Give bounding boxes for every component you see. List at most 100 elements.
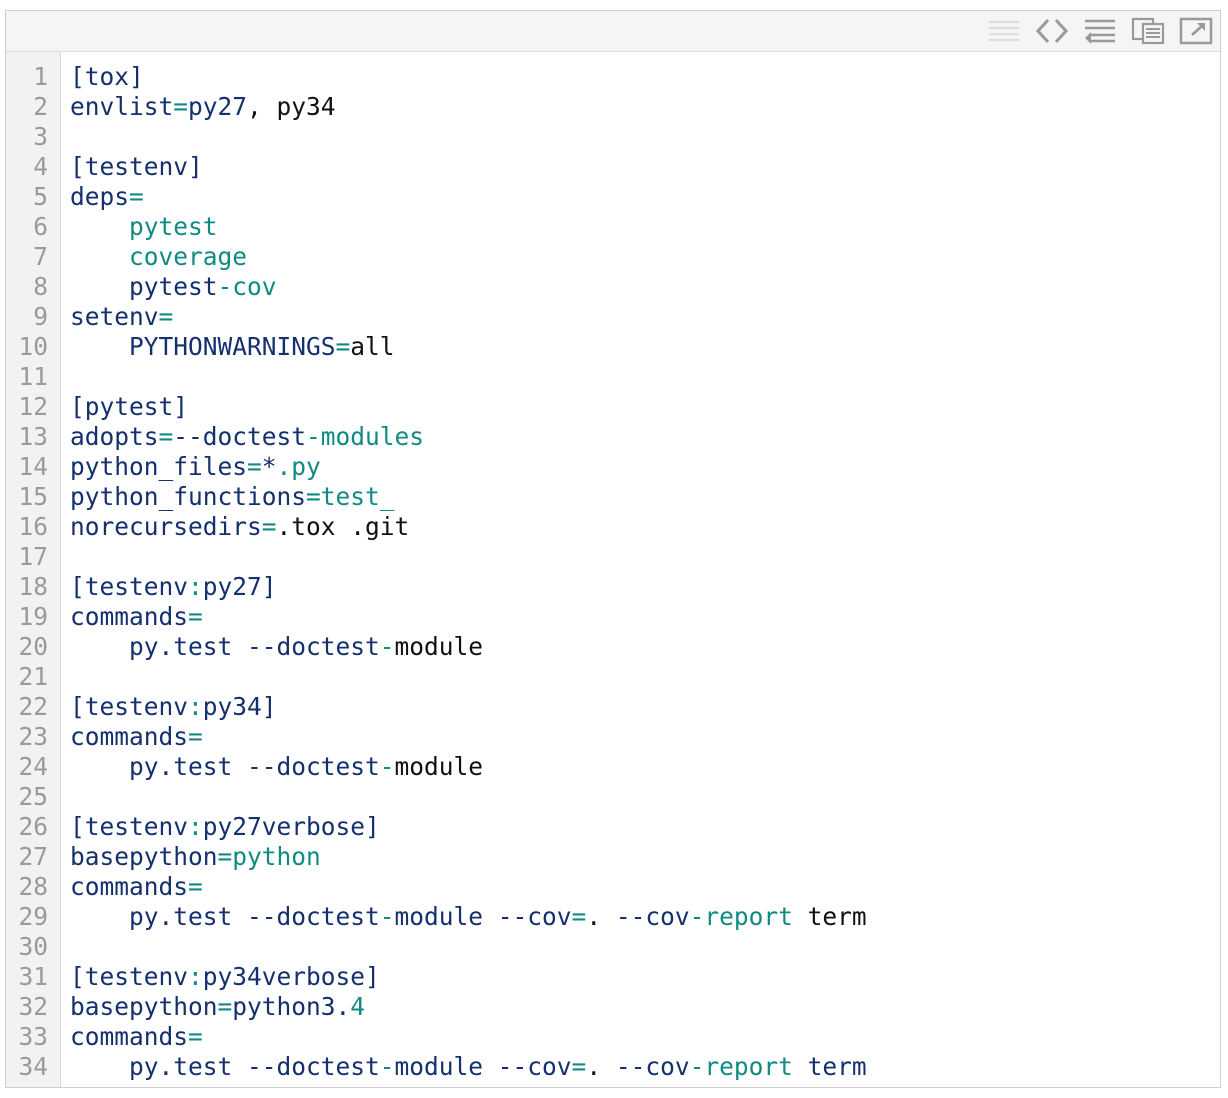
code-token: deps (70, 182, 130, 211)
code-token: py.test --doctest (70, 902, 380, 931)
code-token: : (188, 962, 203, 991)
line-number: 22 (18, 692, 48, 721)
code-token: module --cov (394, 1052, 572, 1081)
disabled-lines-icon (989, 20, 1019, 42)
line-number: 4 (33, 152, 48, 181)
code-token: = (571, 1052, 587, 1081)
line-number: 2 (33, 92, 48, 121)
wrap-lines-icon (1085, 19, 1115, 44)
line-text: py.test --doctest-module (70, 632, 483, 662)
line-number: 18 (18, 572, 48, 601)
line-text: coverage (70, 242, 247, 272)
code-token: -report (689, 902, 793, 931)
code-token: 4 (350, 992, 366, 1021)
copy-button[interactable] (1130, 16, 1166, 46)
code-line: 12 [pytest] (6, 392, 1220, 422)
line-text: py.test --doctest-module (70, 752, 483, 782)
code-token: = (188, 602, 203, 631)
line-number: 15 (18, 482, 48, 511)
code-line: 22[testenv:py34] (6, 692, 1220, 722)
code-line: 18[testenv:py27] (6, 572, 1220, 602)
code-token: = (261, 512, 277, 541)
code-token: - (379, 752, 395, 781)
code-token: envlist (70, 92, 174, 121)
line-number: 31 (18, 962, 48, 991)
code-token: = (188, 872, 203, 901)
code-token: term (792, 1052, 867, 1081)
line-number: 21 (18, 662, 48, 691)
line-number: 16 (18, 512, 48, 541)
code-line: 8 pytest-cov (6, 272, 1220, 302)
code-token: : (188, 692, 203, 721)
code-token: PYTHONWARNINGS (70, 332, 336, 361)
line-text: commands= (70, 602, 203, 632)
line-text: python_files=*.py (70, 452, 321, 482)
line-text: commands= (70, 722, 203, 752)
code-token: module (394, 752, 484, 781)
line-text: [testenv:py27verbose] (70, 812, 380, 842)
disabled-lines-button[interactable] (986, 16, 1022, 46)
line-text: py.test --doctest-module --cov=. --cov-r… (70, 1052, 867, 1082)
code-token: = (188, 1022, 203, 1051)
code-token: .tox .git (276, 512, 410, 541)
code-token: --cov (615, 1052, 690, 1081)
line-number: 11 (18, 362, 48, 391)
wrap-lines-button[interactable] (1082, 16, 1118, 46)
code-token: = (335, 332, 351, 361)
code-token: commands (70, 602, 189, 631)
code-token: . (586, 1052, 616, 1081)
popout-button[interactable] (1178, 16, 1214, 46)
line-text: commands= (70, 872, 203, 902)
code-line: 3 (6, 122, 1220, 152)
line-number: 1 (33, 62, 48, 91)
line-text: adopts=--doctest-modules (70, 422, 424, 452)
code-line: 11 (6, 362, 1220, 392)
code-token: - (379, 902, 395, 931)
code-toolbar (6, 11, 1220, 52)
line-text: [testenv:py34verbose] (70, 962, 380, 992)
code-token: pytest (70, 212, 218, 241)
line-text: [tox] (70, 62, 144, 92)
line-number: 32 (18, 992, 48, 1021)
line-number: 30 (18, 932, 48, 961)
code-token: . (586, 902, 616, 931)
code-token: --doctest (173, 422, 307, 451)
code-token: [pytest] (70, 392, 189, 421)
line-number: 28 (18, 872, 48, 901)
copy-icon (1131, 17, 1165, 45)
code-token: - (379, 632, 395, 661)
line-text: basepython=python3.4 (70, 992, 365, 1022)
line-number: 33 (18, 1022, 48, 1051)
code-token: -cov (217, 272, 277, 301)
line-number: 25 (18, 782, 48, 811)
code-line: 25 (6, 782, 1220, 812)
code-token: py27] (202, 572, 277, 601)
source-code-icon (1035, 18, 1069, 44)
code-token: [tox] (70, 62, 144, 91)
code-token: all (350, 332, 395, 361)
code-token: = (158, 422, 174, 451)
code-token: py.test --doctest (70, 752, 380, 781)
code-token: : (188, 572, 203, 601)
line-number: 5 (33, 182, 48, 211)
code-token: basepython (70, 992, 218, 1021)
view-source-button[interactable] (1034, 16, 1070, 46)
line-text: norecursedirs=.tox .git (70, 512, 409, 542)
code-token: = (217, 992, 233, 1021)
line-number: 17 (18, 542, 48, 571)
popout-icon (1179, 17, 1213, 45)
code-token: = (306, 482, 321, 511)
code-token: py34] (202, 692, 277, 721)
code-line: 31 [testenv:py34verbose] (6, 962, 1220, 992)
code-token: adopts (70, 422, 159, 451)
code-token: python (232, 842, 321, 871)
line-number: 34 (18, 1052, 48, 1081)
line-number: 12 (18, 392, 48, 421)
